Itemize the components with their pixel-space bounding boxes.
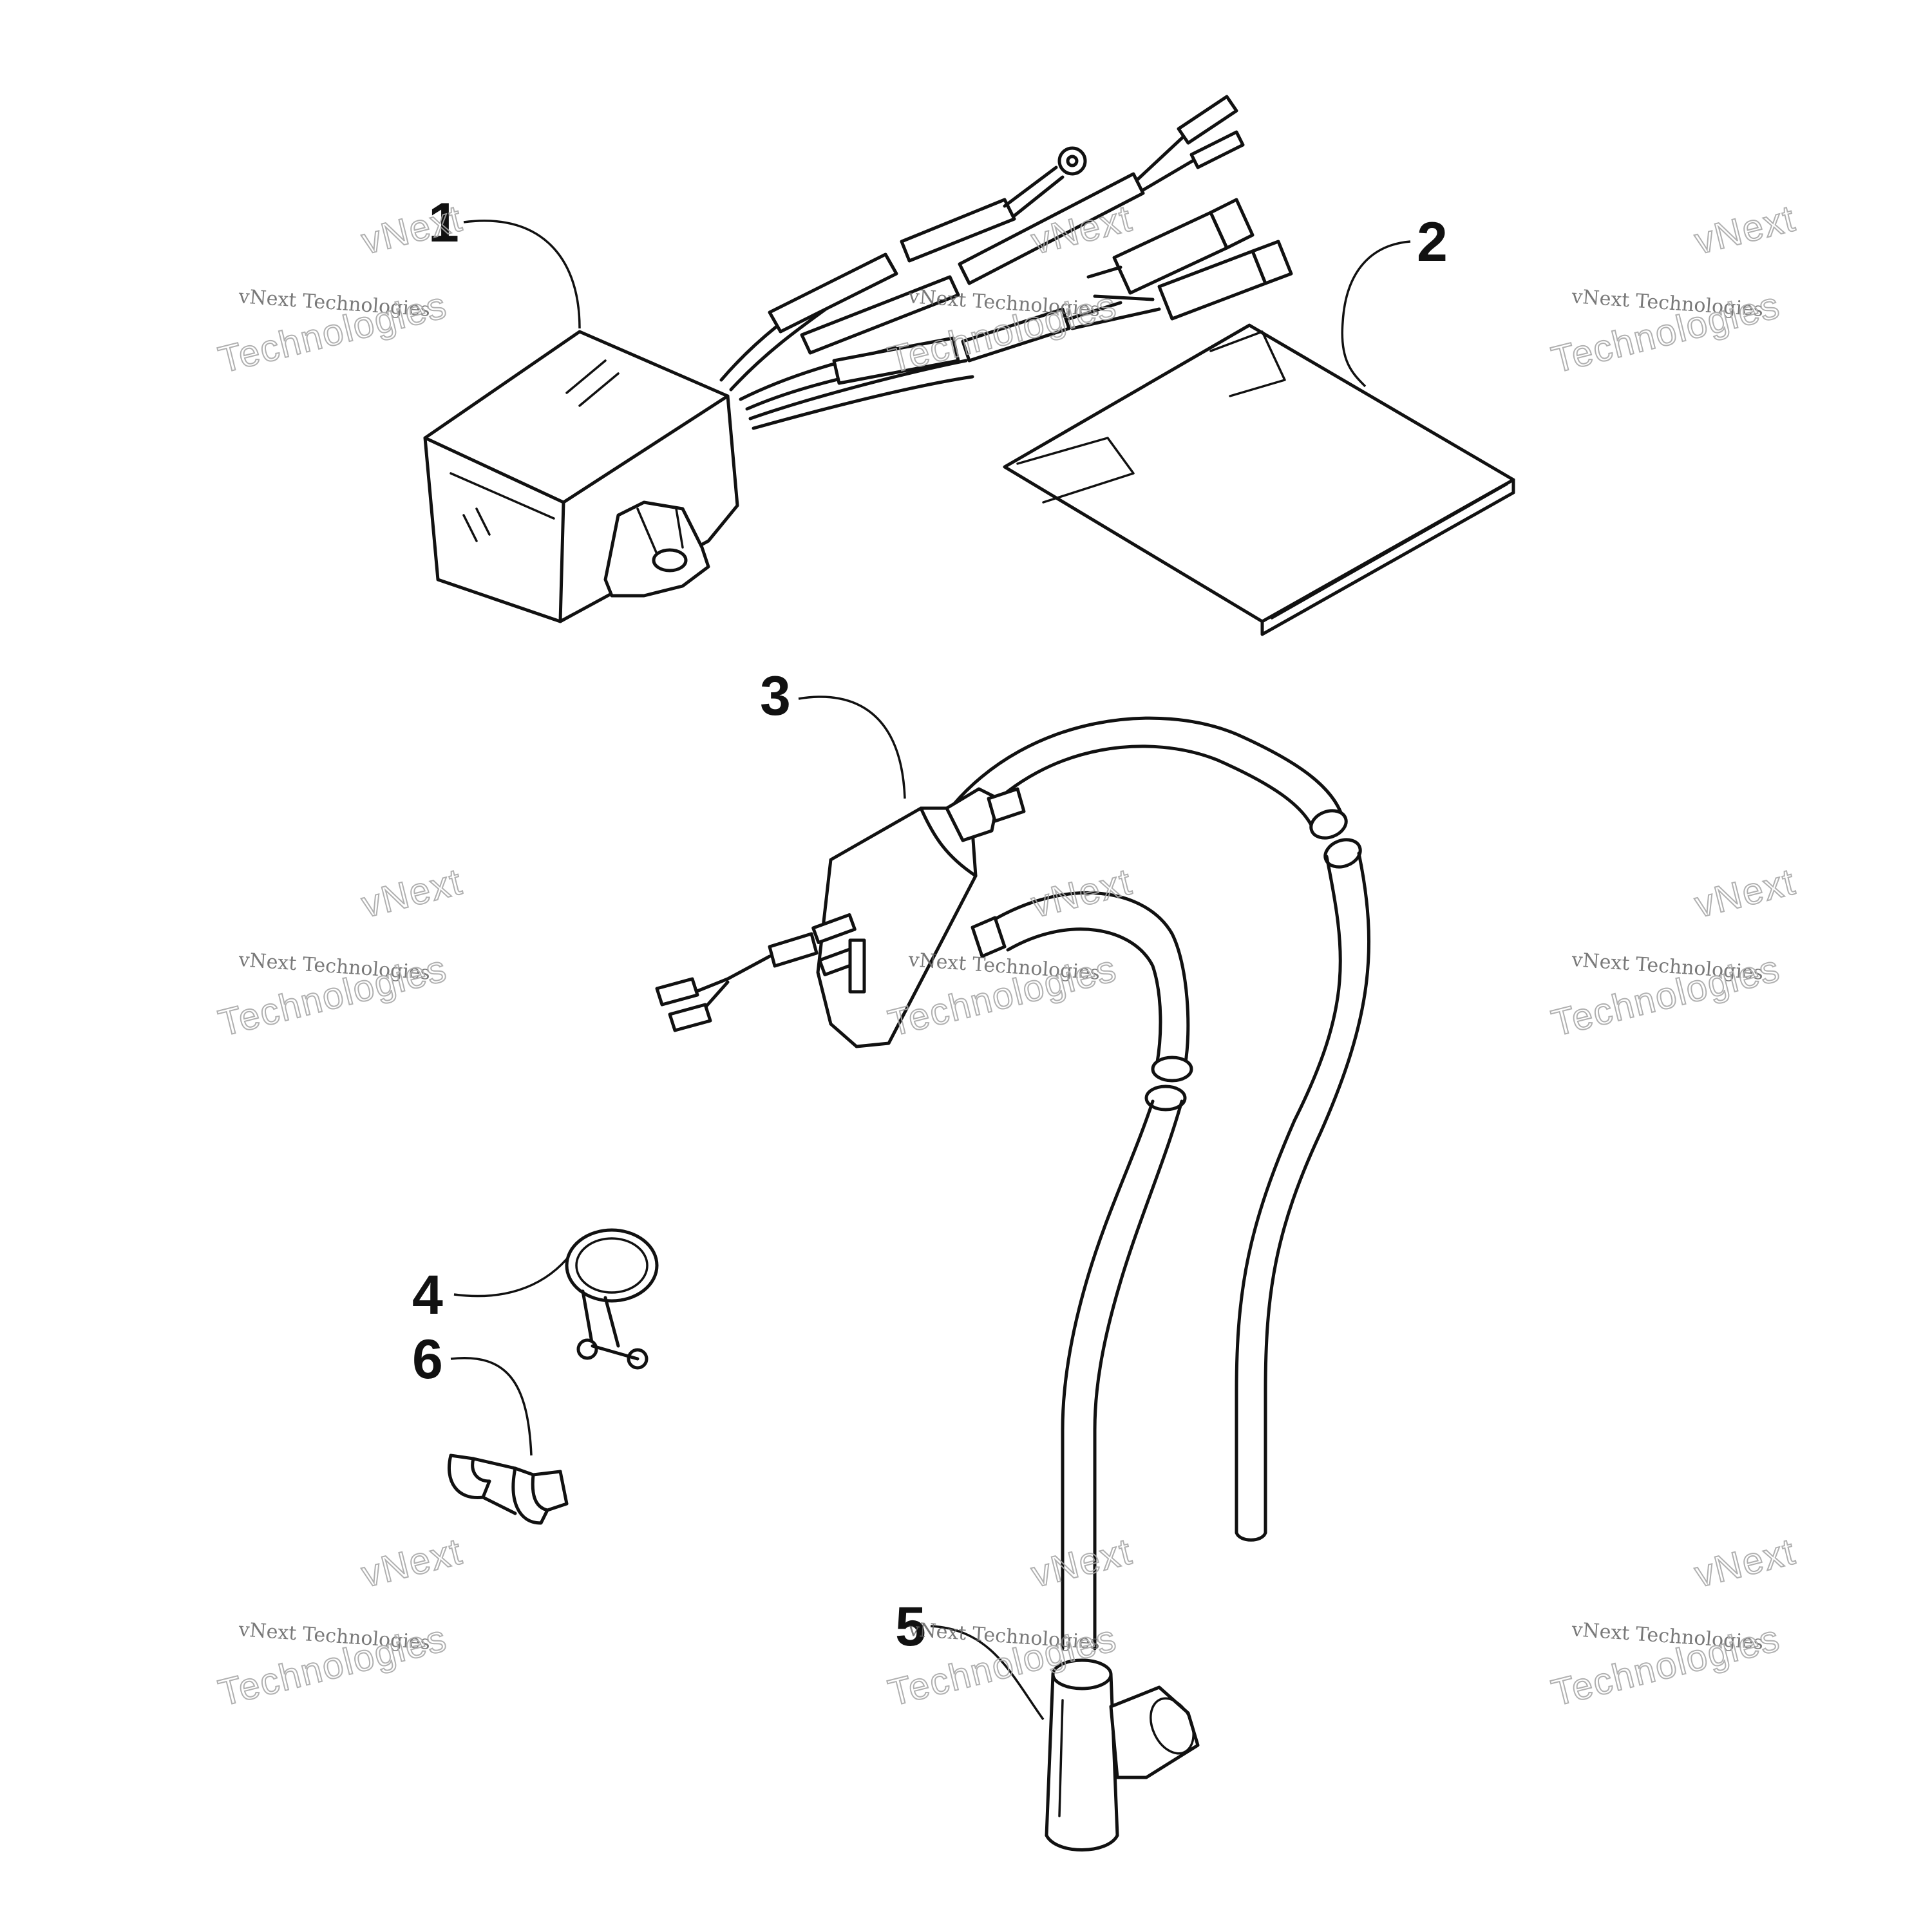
callout-4: 4 [412, 1264, 443, 1326]
hose-clamp [565, 1228, 659, 1370]
watermark-line2a: vNext [357, 1530, 466, 1595]
watermark-line2a: vNext [1027, 860, 1136, 925]
ignition-coil [655, 716, 1371, 1651]
callout-1: 1 [428, 192, 459, 254]
callout-3: 3 [760, 665, 791, 727]
watermark-tc: vNext Technologies vNext Technologies [884, 196, 1137, 382]
callout-numbers: 1 2 3 4 6 5 [412, 192, 1448, 1658]
watermark-line2a: vNext [357, 860, 466, 925]
callout-6: 6 [412, 1329, 443, 1390]
watermark-br: vNext Technologies vNext Technologies [1547, 1530, 1800, 1715]
watermark-line2a: vNext [1690, 1530, 1799, 1595]
watermark-line2a: vNext [1690, 860, 1799, 925]
watermark-ml: vNext Technologies vNext Technologies [214, 860, 467, 1045]
watermark-bl: vNext Technologies vNext Technologies [214, 1530, 467, 1715]
watermark-tl: vNext Technologies vNext Technologies [214, 196, 467, 382]
watermark-tr: vNext Technologies vNext Technologies [1547, 196, 1800, 382]
watermark-mr: vNext Technologies vNext Technologies [1547, 860, 1800, 1045]
spark-plug-cap [1045, 1658, 1200, 1852]
watermark-line2a: vNext [1027, 1530, 1136, 1595]
watermark-line2a: vNext [1690, 197, 1799, 262]
velcro-pad [1003, 323, 1515, 636]
callout-leaders [450, 220, 1411, 1721]
callout-2: 2 [1417, 211, 1448, 273]
cdi-unit [423, 95, 1293, 623]
callout-5: 5 [895, 1596, 926, 1658]
cable-clip [447, 1454, 569, 1525]
